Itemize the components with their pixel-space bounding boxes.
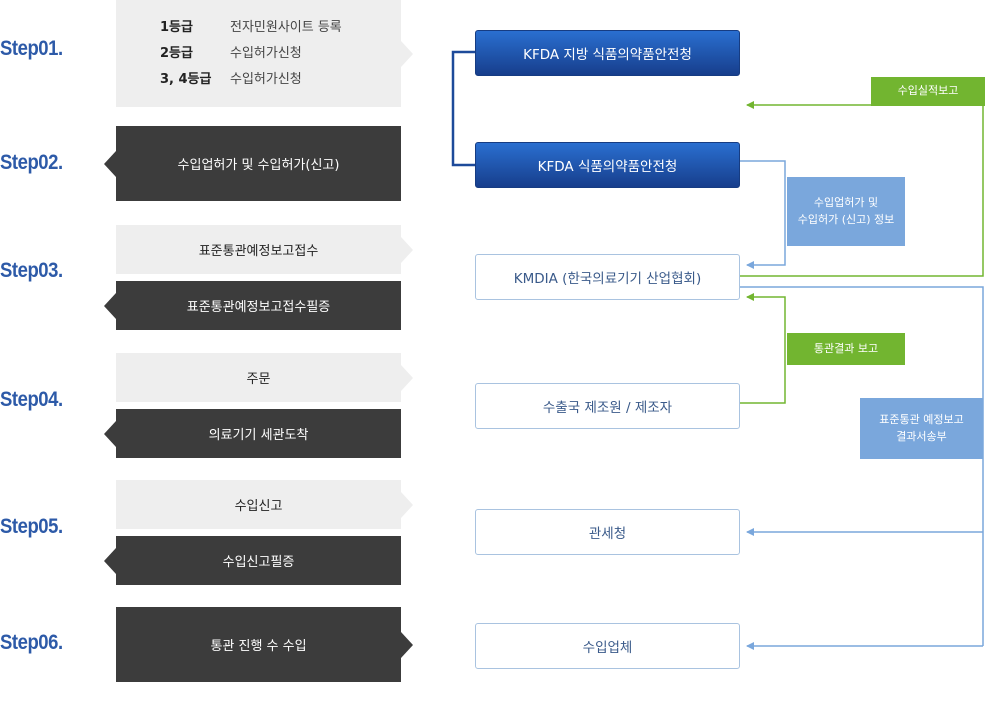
customs-result-line xyxy=(740,293,786,404)
kfda-bracket-line xyxy=(451,50,475,167)
step-06-label: Step06. xyxy=(0,631,63,654)
step-01-grade-box: 1등급 전자민원사이트 등록 2등급 수입허가신청 3, 4등급 수입허가신청 xyxy=(116,0,413,107)
step-03-label: Step03. xyxy=(0,259,63,282)
step-04-order-box: 주문 xyxy=(116,353,413,402)
standard-notice-line-1: 표준통관 예정보고 xyxy=(879,413,964,426)
grade-3-4-action: 수입허가신청 xyxy=(230,72,302,87)
org-kfda: KFDA 식품의약품안전청 xyxy=(475,142,740,188)
step-02-box: 수입업허가 및 수입허가(신고) xyxy=(104,126,401,201)
import-report-line xyxy=(740,101,984,277)
grade-2-action: 수입허가신청 xyxy=(230,46,302,61)
standard-notice-line-2: 결과서송부 xyxy=(896,429,947,443)
org-kfda-regional: KFDA 지방 식품의약품안전청 xyxy=(475,30,740,76)
grade-1-label: 1등급 xyxy=(160,20,193,35)
step-05-declaration-box: 수입신고 xyxy=(116,480,413,529)
grade-3-4-label: 3, 4등급 xyxy=(160,72,212,87)
step-01-label: Step01. xyxy=(0,37,63,60)
step-05-label: Step05. xyxy=(0,515,63,538)
license-info-line-2: 수입허가 (신고) 정보 xyxy=(797,212,895,226)
license-info-line-1: 수입업허가 및 xyxy=(813,196,879,209)
standard-notice-tag: 표준통관 예정보고 결과서송부 xyxy=(860,398,983,459)
kfda-to-kmdia-line xyxy=(740,160,786,269)
step-04-arrival-box: 의료기기 세관도착 xyxy=(104,409,401,458)
org-manufacturer: 수출국 제조원 / 제조자 xyxy=(475,383,740,429)
step-03-certificate-box: 표준통관예정보고접수필증 xyxy=(104,281,401,330)
org-importer: 수입업체 xyxy=(475,623,740,669)
grade-2-label: 2등급 xyxy=(160,46,193,61)
step-02-label: Step02. xyxy=(0,151,63,174)
grade-1-action: 전자민원사이트 등록 xyxy=(230,20,342,35)
step-06-box: 통관 진행 수 수입 xyxy=(116,607,413,682)
customs-result-tag: 통관결과 보고 xyxy=(787,333,905,365)
step-05-certificate-box: 수입신고필증 xyxy=(104,536,401,585)
step-03-receipt-box: 표준통관예정보고접수 xyxy=(116,225,413,274)
standard-notice-line xyxy=(740,286,984,646)
org-customs: 관세청 xyxy=(475,509,740,555)
org-kmdia: KMDIA (한국의료기기 산업협회) xyxy=(475,254,740,300)
import-report-tag: 수입실적보고 xyxy=(871,77,985,106)
license-info-tag: 수입업허가 및 수입허가 (신고) 정보 xyxy=(787,177,905,246)
step-04-label: Step04. xyxy=(0,388,63,411)
